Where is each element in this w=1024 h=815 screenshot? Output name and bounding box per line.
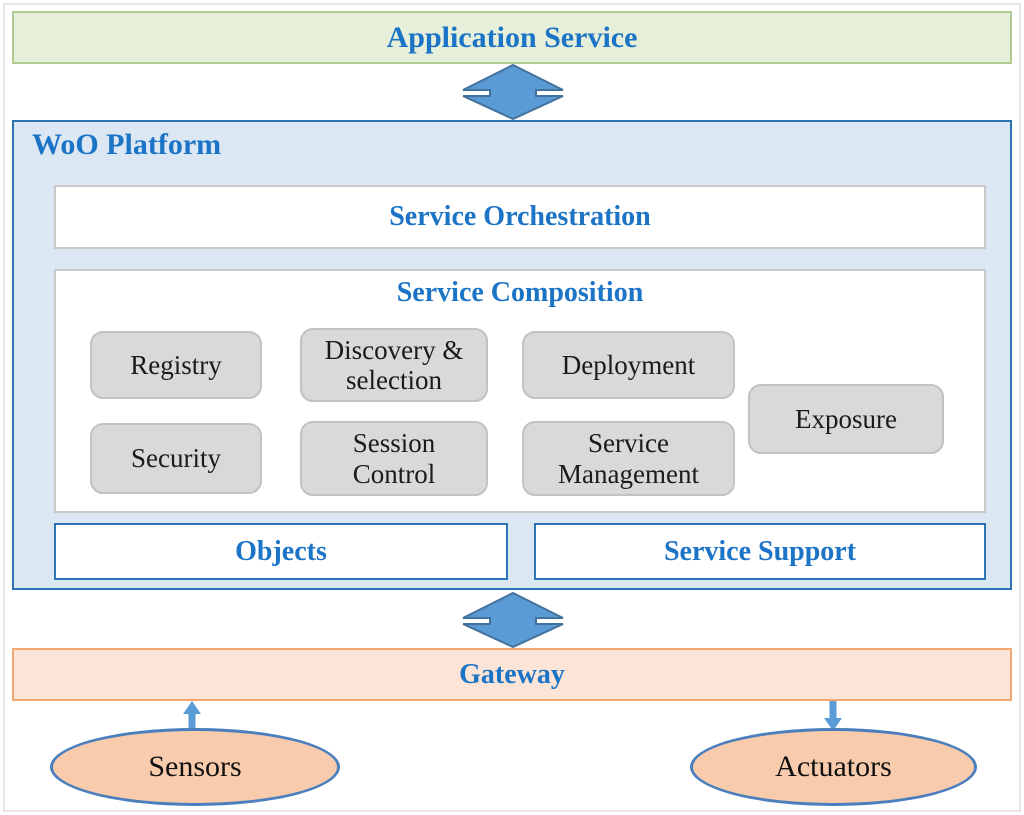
service-orchestration-box: Service Orchestration xyxy=(54,185,986,249)
application-service-label: Application Service xyxy=(386,20,638,54)
module-chip-deployment: Deployment xyxy=(522,331,735,399)
sensors-ellipse: Sensors xyxy=(50,728,340,806)
objects-box: Objects xyxy=(54,523,508,580)
gateway-label: Gateway xyxy=(459,658,565,690)
up-arrow-icon xyxy=(183,701,201,731)
module-label: Service Management xyxy=(558,428,699,489)
actuators-ellipse: Actuators xyxy=(690,728,977,806)
module-chip-session-control: Session Control xyxy=(300,421,488,496)
module-label: Exposure xyxy=(795,403,897,434)
service-composition-box: Service Composition Registry Discovery &… xyxy=(54,269,986,513)
up-down-arrow-icon xyxy=(462,592,564,648)
gateway-box: Gateway xyxy=(12,648,1012,701)
down-arrow-icon xyxy=(824,701,842,731)
objects-label: Objects xyxy=(235,535,327,567)
module-chip-security: Security xyxy=(90,423,262,494)
module-label: Discovery & selection xyxy=(324,334,464,395)
actuators-label: Actuators xyxy=(775,750,892,783)
module-label: Session Control xyxy=(352,428,436,489)
module-chip-registry: Registry xyxy=(90,331,262,399)
application-service-box: Application Service xyxy=(12,11,1012,64)
module-label: Security xyxy=(131,443,221,474)
woo-platform-title: WoO Platform xyxy=(32,128,222,161)
service-orchestration-label: Service Orchestration xyxy=(389,201,651,232)
service-support-box: Service Support xyxy=(534,523,986,580)
module-label: Registry xyxy=(130,349,222,380)
sensors-label: Sensors xyxy=(148,750,242,783)
service-composition-title: Service Composition xyxy=(396,277,644,308)
module-chip-service-management: Service Management xyxy=(522,421,735,496)
module-chip-exposure: Exposure xyxy=(748,384,944,454)
service-support-label: Service Support xyxy=(663,535,857,567)
woo-platform-box: WoO Platform Service Orchestration Servi… xyxy=(12,120,1012,590)
module-chip-discovery-selection: Discovery & selection xyxy=(300,328,488,402)
up-down-arrow-icon xyxy=(462,64,564,120)
module-label: Deployment xyxy=(561,349,696,380)
